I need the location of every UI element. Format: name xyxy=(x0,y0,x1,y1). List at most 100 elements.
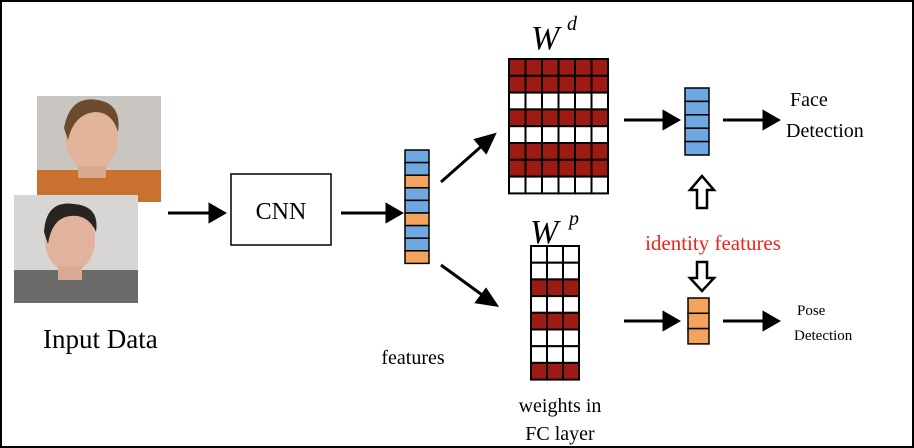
wd-cell xyxy=(557,175,576,195)
wd-cell xyxy=(590,142,609,161)
pose-output-vector xyxy=(687,297,710,345)
wd-cell xyxy=(508,142,527,161)
wp-cell xyxy=(530,261,548,281)
pose-output-cell xyxy=(687,297,710,315)
wd-cell xyxy=(524,108,543,128)
wd-cell xyxy=(524,125,543,144)
wd-cell xyxy=(557,158,576,178)
wp-cell xyxy=(530,361,548,381)
cnn-label: CNN xyxy=(256,199,307,225)
wd-cell xyxy=(524,74,543,94)
feature-cell xyxy=(404,250,430,265)
wd-cell xyxy=(541,125,560,144)
feature-cell xyxy=(404,212,430,227)
feature-cell xyxy=(404,224,430,239)
face-output-cell xyxy=(684,140,710,156)
arrow-features-to-wp xyxy=(440,263,500,308)
input-photo-1 xyxy=(37,96,161,202)
arrow-wp-to-pose-vector xyxy=(624,310,682,332)
face-output-cell xyxy=(684,114,710,129)
face-output-cell xyxy=(684,127,710,143)
wd-cell xyxy=(590,74,609,94)
wd-cell xyxy=(574,58,593,77)
wd-cell xyxy=(574,142,593,161)
wp-cell xyxy=(562,245,580,264)
wd-cell xyxy=(574,91,593,111)
arrow-cnn-to-features xyxy=(341,202,405,224)
feature-cell xyxy=(404,174,430,189)
cnn-box xyxy=(230,173,332,246)
identity-features-label: identity features xyxy=(645,231,781,255)
wd-cell xyxy=(541,142,560,161)
wd-cell xyxy=(557,125,576,144)
wd-cell xyxy=(541,175,560,195)
wd-cell xyxy=(590,91,609,111)
pose-detection-line1: Pose xyxy=(797,303,826,319)
wd-cell xyxy=(590,58,609,77)
wp-cell xyxy=(546,311,564,331)
pose-output-cell xyxy=(687,312,710,330)
wp-cell xyxy=(546,278,564,298)
arrow-to-face-detection xyxy=(723,109,782,131)
face-output-cell xyxy=(684,100,710,116)
wd-cell xyxy=(508,158,527,178)
wp-cell xyxy=(562,295,580,314)
pose-detection-line2: Detection xyxy=(794,328,853,344)
wd-cell xyxy=(590,125,609,144)
wp-cell xyxy=(562,261,580,281)
wd-cell xyxy=(508,58,527,77)
face-output-vector xyxy=(684,87,710,156)
wd-cell xyxy=(508,175,527,195)
wp-cell xyxy=(546,361,564,381)
wp-cell xyxy=(562,345,580,364)
wp-caption-line1: weights in xyxy=(519,395,602,417)
wd-cell xyxy=(508,74,527,94)
wp-cell xyxy=(562,311,580,331)
wp-cell xyxy=(530,311,548,331)
wp-cell xyxy=(562,361,580,381)
wp-cell xyxy=(530,295,548,314)
wd-cell xyxy=(557,142,576,161)
wd-cell xyxy=(508,91,527,111)
wp-cell xyxy=(530,278,548,298)
wp-cell xyxy=(546,328,564,348)
hollow-down-arrow xyxy=(687,260,717,293)
wp-caption-line2: FC layer xyxy=(525,423,595,445)
features-label: features xyxy=(381,347,445,369)
wd-cell xyxy=(590,158,609,178)
wp-cell xyxy=(546,345,564,364)
input-data-label: Input Data xyxy=(43,324,158,354)
feature-cell xyxy=(404,199,430,214)
wp-cell xyxy=(530,328,548,348)
wd-cell xyxy=(557,108,576,128)
wp-cell xyxy=(546,261,564,281)
wd-cell xyxy=(557,91,576,111)
feature-cell xyxy=(404,161,430,176)
wd-cell xyxy=(574,74,593,94)
wd-cell xyxy=(524,158,543,178)
arrow-features-to-wd xyxy=(440,132,497,184)
feature-cell xyxy=(404,149,430,164)
wp-cell xyxy=(562,328,580,348)
face-output-cell xyxy=(684,87,710,103)
wp-cell xyxy=(562,278,580,298)
wp-symbol: W xyxy=(530,214,561,251)
feature-cell xyxy=(404,187,430,202)
features-vector xyxy=(404,149,430,265)
wd-cell xyxy=(574,175,593,195)
wd-cell xyxy=(574,125,593,144)
wd-cell xyxy=(541,58,560,77)
wp-superscript: p xyxy=(567,208,579,230)
input-photo-2 xyxy=(14,195,138,303)
wd-cell xyxy=(524,175,543,195)
wd-cell xyxy=(590,175,609,195)
wp-cell xyxy=(530,345,548,364)
arrow-wd-to-face-vector xyxy=(624,109,682,131)
wd-cell xyxy=(574,158,593,178)
pose-output-cell xyxy=(687,327,710,345)
wp-cell xyxy=(546,295,564,314)
feature-cell xyxy=(404,237,430,252)
arrow-to-pose-detection xyxy=(723,310,782,332)
